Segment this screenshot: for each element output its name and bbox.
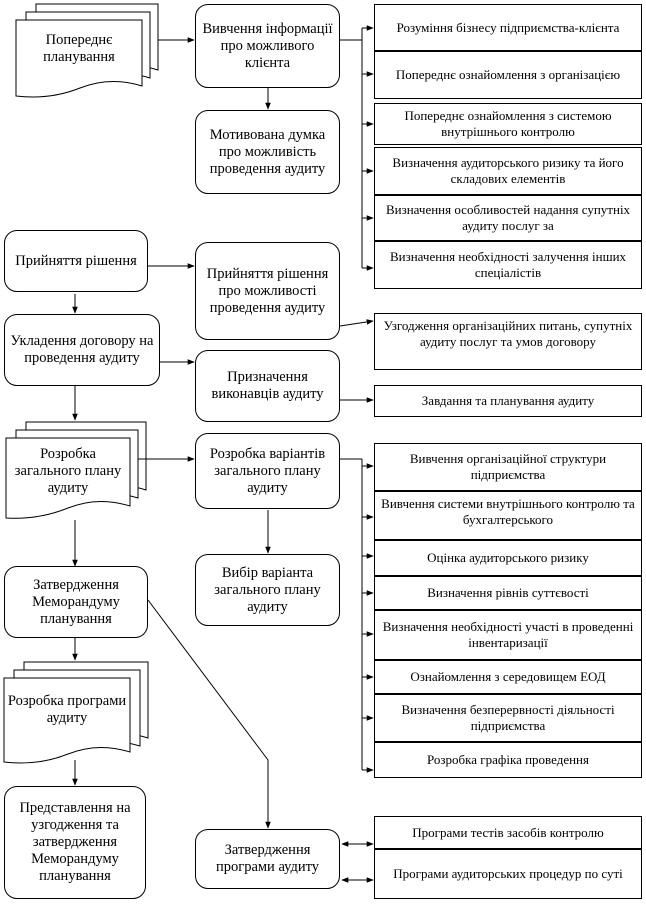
doc-stack-pre-planning bbox=[15, 3, 159, 98]
right-top-item: Визначення особливостей надання супутніх… bbox=[374, 195, 642, 241]
pre-planning-label: Попереднє планування bbox=[43, 32, 115, 65]
doc-stack-program bbox=[3, 661, 149, 764]
presentation-node: Представлення на узгодження та затвердже… bbox=[4, 786, 146, 899]
plan-item: Ознайомлення з середовищем ЕОД bbox=[374, 660, 642, 694]
opinion-node: Мотивована думка про можливість проведен… bbox=[195, 110, 340, 194]
program-item: Програми аудиторських процедур по суті bbox=[374, 849, 642, 899]
decision-node: Прийняття рішення bbox=[4, 230, 148, 292]
right-top-item: Визначення необхідності залучення інших … bbox=[374, 241, 642, 289]
contract-node: Укладення договору на проведення аудиту bbox=[4, 314, 160, 386]
plan-item: Вивчення системи внутрішнього контролю т… bbox=[374, 491, 642, 540]
plan-item: Визначення безперервності діяльності під… bbox=[374, 694, 642, 742]
plan-variants-node: Розробка варіантів загального плану ауди… bbox=[195, 433, 340, 509]
coordination-node: Узгодження організаційних питань, супутн… bbox=[374, 313, 642, 370]
right-top-item: Попереднє ознайомлення з організацією bbox=[374, 51, 642, 99]
right-top-item: Визначення аудиторського ризику та його … bbox=[374, 147, 642, 195]
plan-item: Визначення рівнів суттєвості bbox=[374, 576, 642, 610]
program-item: Програми тестів засобів контролю bbox=[374, 816, 642, 849]
plan-item: Розробка графіка проведення bbox=[374, 742, 642, 778]
general-plan-label: Розробка загального плану аудиту bbox=[14, 445, 122, 496]
doc-stack-general-plan bbox=[5, 421, 147, 519]
memo-approval-node: Затвердження Меморандуму планування bbox=[4, 566, 148, 638]
right-top-item: Попереднє ознайомлення з системою внутрі… bbox=[374, 103, 642, 145]
decision-possibility-node: Прийняття рішення про можливості проведе… bbox=[195, 242, 340, 340]
program-development-label: Розробка програми аудиту bbox=[7, 693, 127, 726]
tasks-planning-node: Завдання та планування аудиту bbox=[374, 385, 642, 417]
variant-choice-node: Вибір варіанта загального плану аудиту bbox=[195, 554, 340, 626]
client-study-node: Вивчення інформації про можливого клієнт… bbox=[195, 4, 340, 88]
plan-item: Оцінка аудиторського ризику bbox=[374, 540, 642, 576]
right-top-item: Розуміння бізнесу підприємства-клієнта bbox=[374, 4, 642, 51]
connectors bbox=[72, 25, 374, 883]
plan-item: Вивчення організаційної структури підпри… bbox=[374, 443, 642, 491]
plan-item: Визначення необхідності участі в проведе… bbox=[374, 610, 642, 660]
assign-performers-node: Призначення виконавців аудиту bbox=[195, 350, 340, 422]
program-approval-node: Затвердження програми аудиту bbox=[195, 829, 340, 889]
